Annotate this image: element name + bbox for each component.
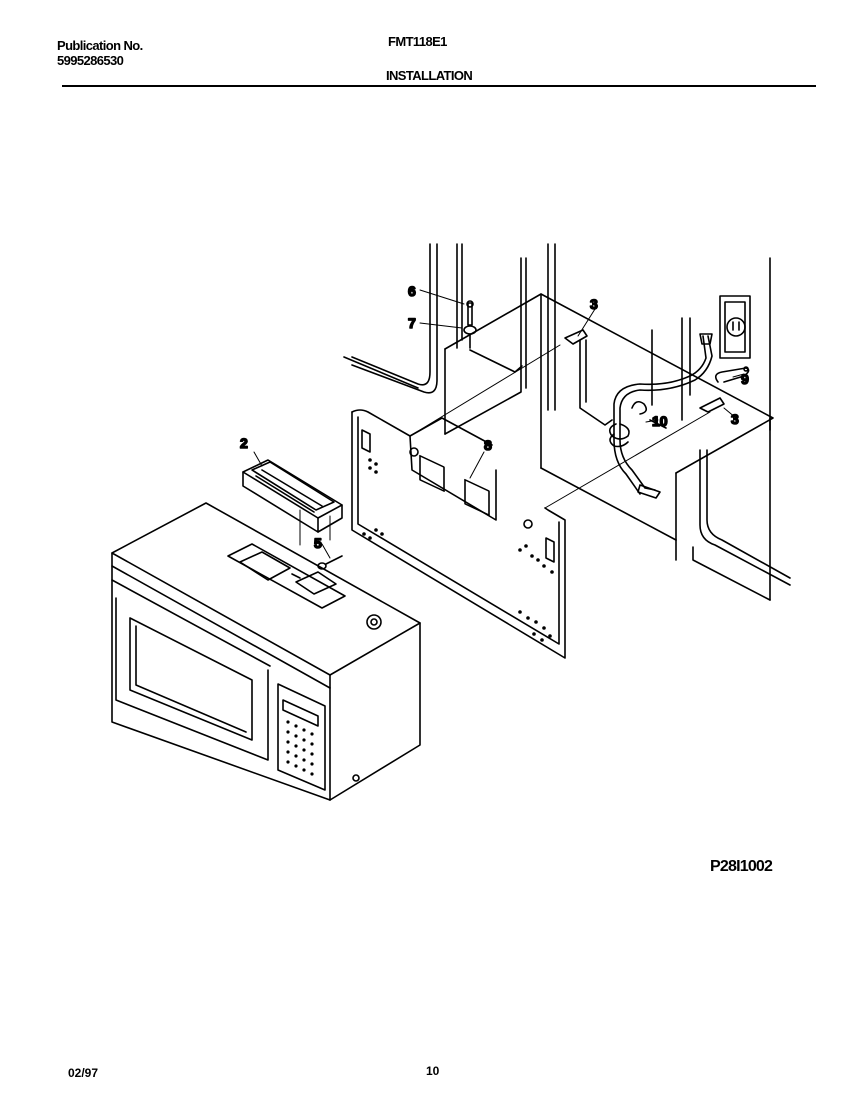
- callout-9: 9: [741, 371, 749, 387]
- callout-leaders: [253, 289, 745, 559]
- mounting-plate: [351, 409, 566, 659]
- figure-code: P28I1002: [710, 858, 773, 875]
- callout-6: 6: [408, 283, 416, 299]
- callout-3-right: 3: [731, 411, 739, 427]
- microwave-oven: [111, 502, 421, 801]
- callout-10: 10: [652, 413, 668, 429]
- model-number: FMT118E1: [388, 34, 447, 49]
- tie-wrap: [714, 366, 750, 383]
- callout-2: 2: [240, 435, 248, 451]
- top-vent: [242, 459, 343, 533]
- callout-7: 7: [408, 315, 416, 331]
- cord-clamp: [608, 400, 648, 448]
- footer-date: 02/97: [68, 1066, 99, 1080]
- callout-3-left: 3: [590, 296, 598, 312]
- callout-5: 5: [314, 535, 322, 551]
- header-rule: [62, 85, 816, 87]
- wall-outlet: [719, 295, 751, 359]
- power-cord: [613, 333, 713, 499]
- screw-and-washer: [463, 300, 477, 349]
- assembly-leader-lines: [299, 344, 711, 546]
- publication-label: Publication No.: [57, 38, 143, 53]
- page-number: 10: [426, 1064, 440, 1078]
- callout-8: 8: [484, 437, 492, 453]
- section-title: INSTALLATION: [386, 68, 473, 83]
- publication-number: 5995286530: [57, 53, 124, 68]
